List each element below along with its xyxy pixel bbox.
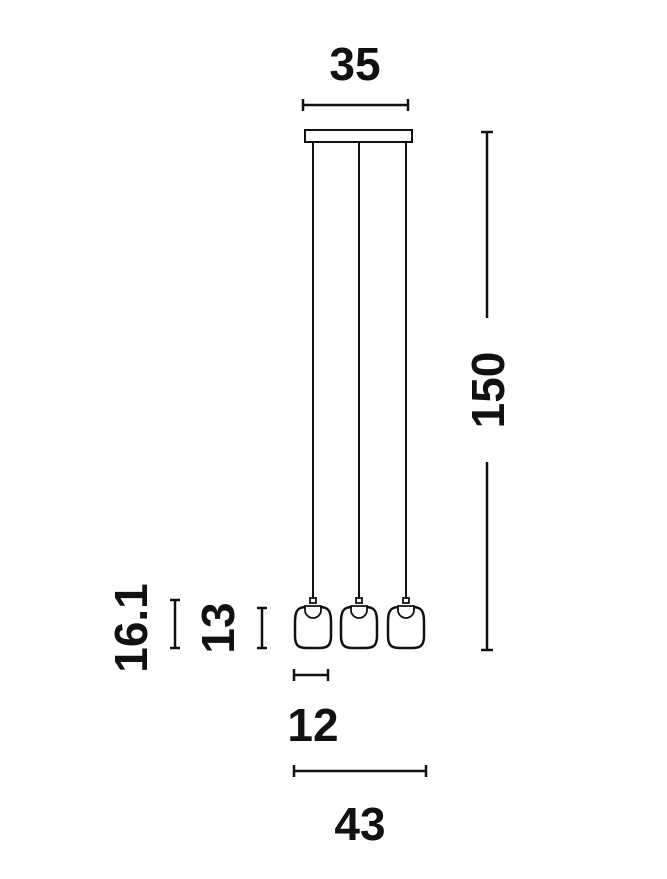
total-width-label: 43 [334, 798, 385, 850]
total-height-label: 150 [462, 352, 514, 429]
shade-width-label: 12 [287, 699, 338, 751]
lamp-total-height-label: 16.1 [105, 583, 157, 673]
lamp-shade [339, 597, 379, 650]
shade-width-dimension-line [292, 669, 330, 681]
canopy-width-label: 35 [329, 38, 380, 90]
lamp-shade [293, 597, 333, 650]
ceiling-canopy [304, 129, 413, 143]
canopy-width-dimension-line [301, 99, 410, 111]
shade-height-dimension-line [257, 606, 267, 650]
pendant-cords [312, 142, 407, 600]
total-width-dimension-line [292, 765, 428, 777]
shade-height-label: 13 [192, 602, 244, 653]
lamp-shade [386, 597, 426, 650]
lamp-total-height-dimension-line [170, 598, 180, 650]
lamp-shades [293, 597, 426, 650]
total-height-dimension-line [481, 130, 493, 652]
